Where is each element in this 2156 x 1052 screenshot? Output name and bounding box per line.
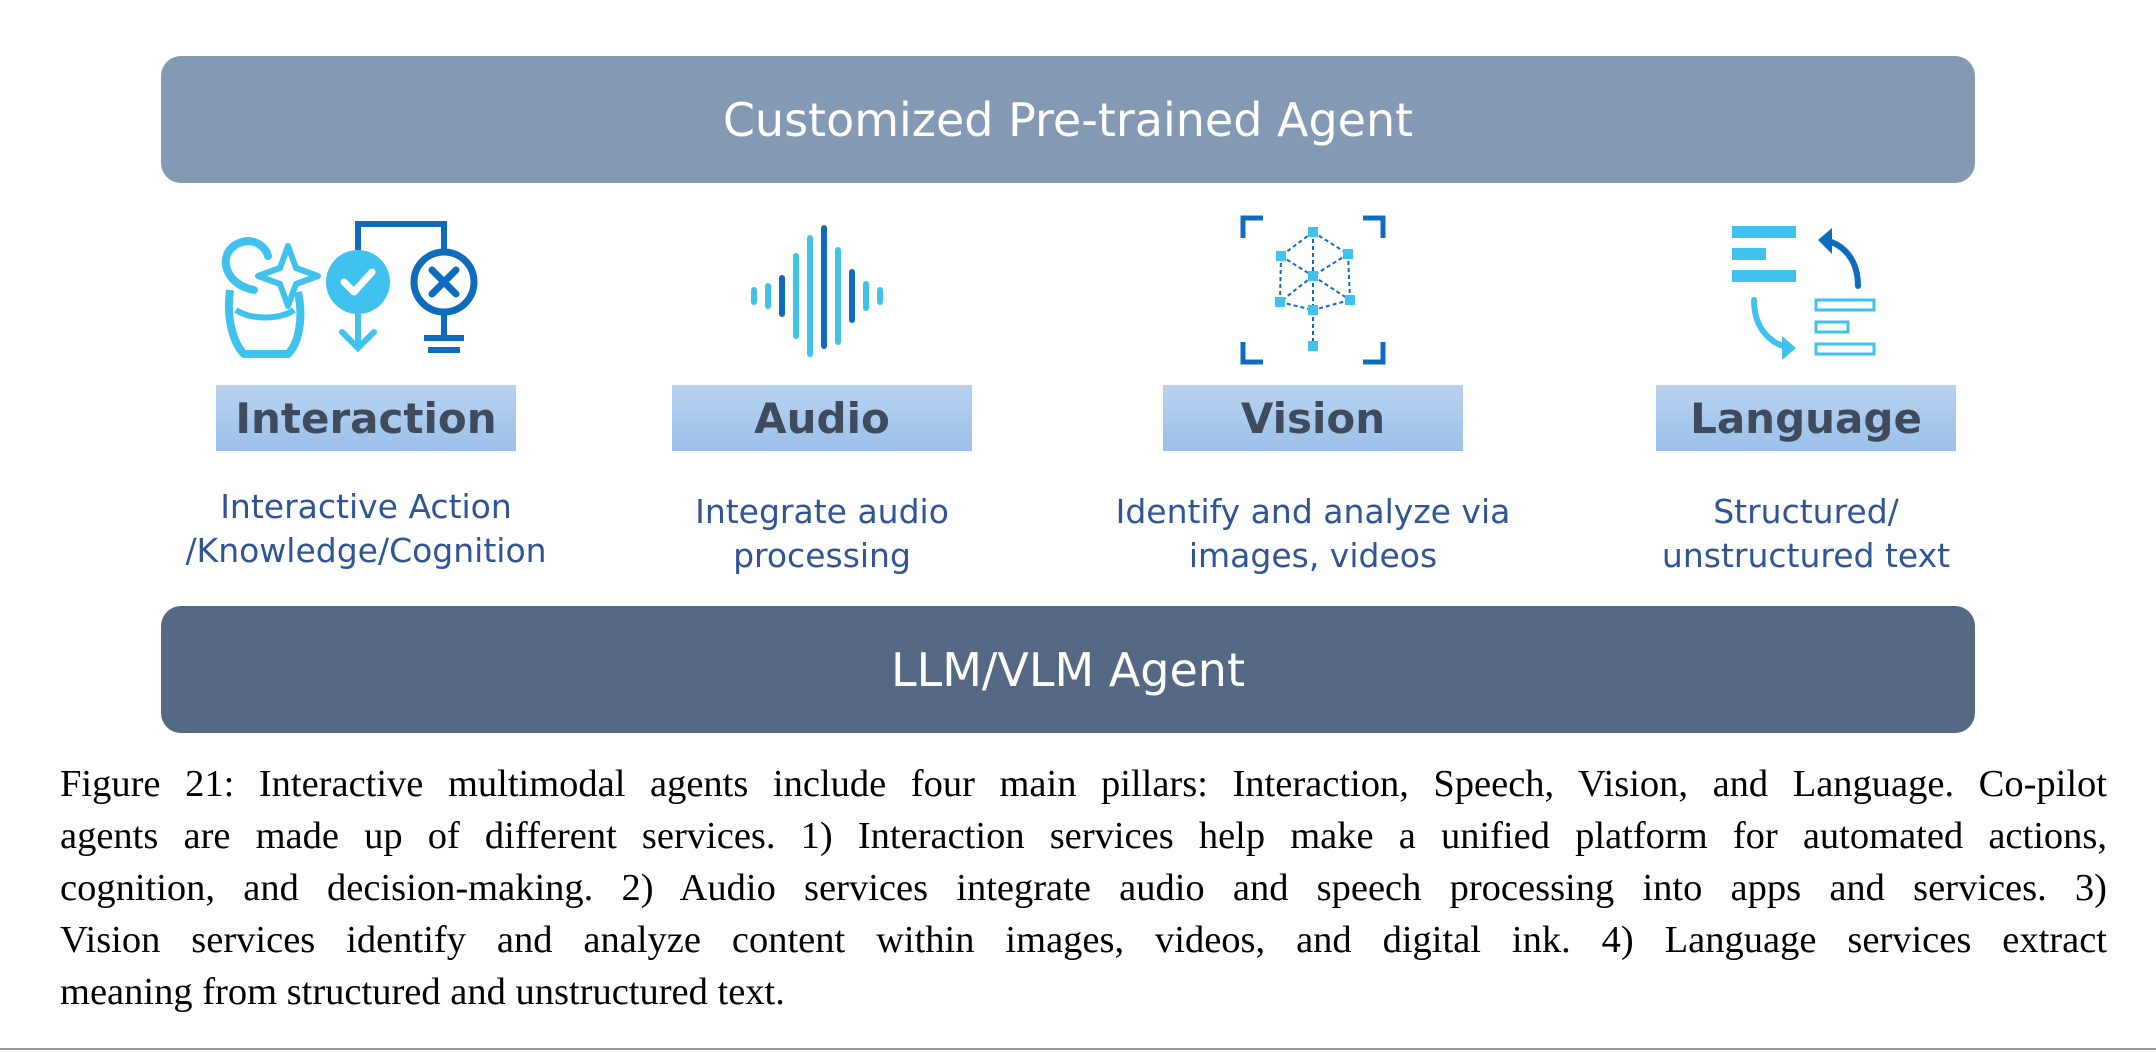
caption-line: meaning from structured and unstructured…: [60, 971, 785, 1013]
pillar-language-description: Structured/ unstructured text: [1661, 492, 1951, 575]
pillar-audio-description: Integrate audio processing: [695, 492, 949, 575]
figure-caption: Figure 21: Interactive multimodal agents…: [60, 758, 2107, 1018]
pillar-audio: Audio Integrate audio processing: [582, 210, 1062, 590]
pillar-vision: Vision Identify and analyze via images, …: [1073, 210, 1553, 590]
pillar-interaction-description: Interactive Action /Knowledge/Cognition: [185, 487, 547, 570]
top-band-label: Customized Pre-trained Agent: [722, 92, 1414, 147]
caption-line: cognition, and decision-making. 2) Audio…: [60, 867, 2107, 909]
pillar-audio-label: Audio: [672, 385, 972, 451]
customized-pretrained-agent-band: Customized Pre-trained Agent: [161, 56, 1975, 183]
pillar-interaction-label: Interaction: [216, 385, 516, 451]
bottom-band-label: LLM/VLM Agent: [890, 642, 1245, 697]
language-text-icon: [1566, 210, 2046, 375]
caption-line: Vision services identify and analyze con…: [60, 919, 2107, 961]
pillar-vision-label: Vision: [1163, 385, 1463, 451]
caption-line: agents are made up of different services…: [60, 815, 2107, 857]
interaction-icon: [126, 210, 606, 375]
llm-vlm-agent-band: LLM/VLM Agent: [161, 606, 1975, 733]
pillar-interaction: Interaction Interactive Action /Knowledg…: [126, 210, 606, 590]
vision-scan-icon: [1073, 210, 1553, 375]
pillar-language-label: Language: [1656, 385, 1956, 451]
audio-waveform-icon: [582, 210, 1062, 375]
pillar-vision-description: Identify and analyze via images, videos: [1115, 492, 1511, 575]
caption-line: Figure 21: Interactive multimodal agents…: [60, 763, 2107, 805]
pillar-language: Language Structured/ unstructured text: [1566, 210, 2046, 590]
page-bottom-rule: [0, 1048, 2156, 1050]
